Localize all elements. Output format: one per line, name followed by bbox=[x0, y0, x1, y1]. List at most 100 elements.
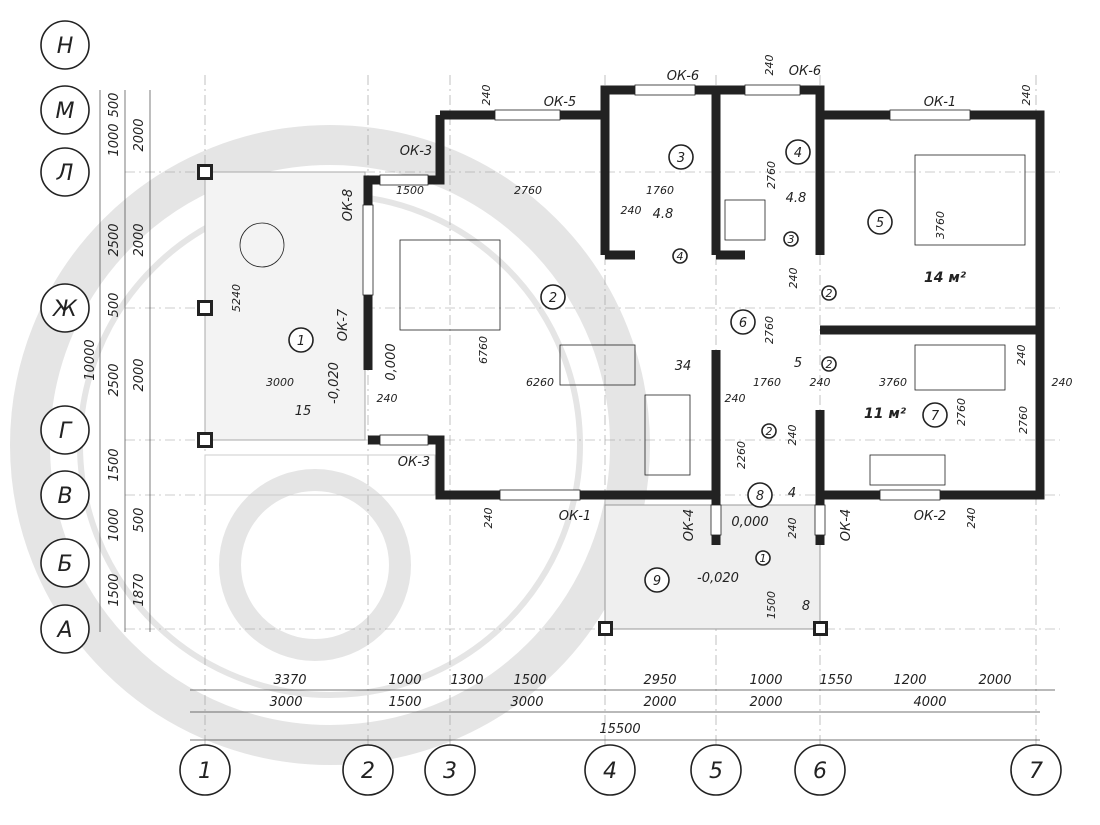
row-axis-marker: А bbox=[40, 604, 90, 654]
svg-text:4: 4 bbox=[794, 146, 802, 161]
interior-dim: 240 bbox=[482, 508, 495, 529]
plan-values: 4.8 4.8 34 5 15 8 4 8 bbox=[295, 191, 810, 614]
svg-text:Ж: Ж bbox=[51, 297, 78, 322]
interior-dim: 240 bbox=[786, 425, 799, 446]
window-label: ОК-7 bbox=[336, 308, 351, 341]
row-axis-marker: Л bbox=[40, 147, 90, 197]
col-axis-marker: 7 bbox=[1010, 744, 1062, 796]
room-marker: 9 bbox=[644, 567, 670, 593]
svg-text:5: 5 bbox=[709, 759, 723, 784]
svg-text:М: М bbox=[56, 99, 75, 124]
interior-dim: 240 bbox=[965, 508, 978, 529]
left-dim: 2500 bbox=[107, 223, 122, 256]
left-dim: 2500 bbox=[107, 363, 122, 396]
left-dim: 1000 bbox=[107, 508, 122, 541]
plan-value: 4.8 bbox=[653, 207, 674, 222]
row-axis-marker: Н bbox=[40, 20, 90, 70]
interior-dim: 2260 bbox=[735, 441, 748, 469]
bottom-dim: 1550 bbox=[819, 673, 852, 688]
left-dim: 2000 bbox=[132, 223, 147, 256]
interior-dim: 240 bbox=[377, 392, 398, 405]
window-label: ОК-3 bbox=[400, 144, 432, 159]
svg-text:2: 2 bbox=[826, 358, 833, 371]
door-markers: 1 2 2 2 3 4 bbox=[672, 231, 837, 566]
svg-text:3: 3 bbox=[443, 759, 457, 784]
bottom-dim: 2000 bbox=[749, 695, 782, 710]
room-marker: 2 bbox=[540, 284, 566, 310]
interior-dim: 240 bbox=[480, 85, 493, 106]
row-axis-marker: М bbox=[40, 85, 90, 135]
svg-text:Г: Г bbox=[59, 419, 73, 444]
room-marker: 7 bbox=[922, 402, 948, 428]
door-marker: 2 bbox=[821, 356, 837, 372]
interior-dim: 240 bbox=[725, 392, 746, 405]
bottom-dim: 2000 bbox=[978, 673, 1011, 688]
col-axis-marker: 6 bbox=[794, 744, 846, 796]
dimension-chains bbox=[99, 90, 1055, 741]
room-markers: 1 2 3 4 5 6 7 8 9 bbox=[288, 139, 948, 593]
bottom-total: 15500 bbox=[599, 722, 640, 737]
row-axis-marker: Ж bbox=[40, 283, 90, 333]
window-label: ОК-3 bbox=[398, 455, 430, 470]
bottom-dim: 1500 bbox=[388, 695, 421, 710]
bottom-dim: 2950 bbox=[643, 673, 676, 688]
level-marks: 0,000 -0,020 0,000 -0,020 bbox=[327, 343, 769, 586]
room-marker: 4 bbox=[785, 139, 811, 165]
bottom-dim: 1000 bbox=[388, 673, 421, 688]
plan-value: 15 bbox=[295, 404, 312, 419]
svg-text:А: А bbox=[55, 618, 72, 643]
left-dim: 500 bbox=[107, 293, 122, 318]
interior-dim: 2760 bbox=[514, 184, 542, 197]
door-marker: 4 bbox=[672, 248, 688, 264]
row-axis-marker: Г bbox=[40, 405, 90, 455]
plan-value: 4 bbox=[788, 486, 796, 501]
interior-dim: 240 bbox=[1052, 376, 1073, 389]
interior-dim: 2760 bbox=[1017, 406, 1030, 434]
bottom-dim: 3000 bbox=[510, 695, 543, 710]
door-marker: 3 bbox=[783, 231, 799, 247]
window-label: ОК-2 bbox=[914, 509, 946, 524]
interior-dim: 1500 bbox=[396, 184, 424, 197]
door-marker: 2 bbox=[761, 423, 777, 439]
svg-text:2: 2 bbox=[549, 291, 557, 306]
svg-text:7: 7 bbox=[931, 409, 940, 424]
bottom-dim: 1200 bbox=[893, 673, 926, 688]
row-axes: Н М Л Ж Г В Б А bbox=[40, 20, 90, 654]
svg-text:Б: Б bbox=[57, 552, 72, 577]
bottom-dim: 3000 bbox=[269, 695, 302, 710]
interior-dim: 240 bbox=[1020, 85, 1033, 106]
door-marker: 2 bbox=[821, 285, 837, 301]
svg-text:9: 9 bbox=[653, 574, 661, 589]
svg-text:4: 4 bbox=[677, 250, 684, 263]
interior-dim: 3000 bbox=[266, 376, 294, 389]
room-marker: 1 bbox=[288, 327, 314, 353]
left-dim: 1500 bbox=[107, 448, 122, 481]
interior-dim: 3760 bbox=[934, 211, 947, 239]
window-label: ОК-8 bbox=[341, 189, 356, 221]
plan-value: 4.8 bbox=[786, 191, 807, 206]
room-area: 11 м² bbox=[864, 406, 907, 422]
left-dim: 1000 bbox=[107, 123, 122, 156]
interior-dim: 2760 bbox=[955, 398, 968, 426]
col-axis-marker: 4 bbox=[584, 744, 636, 796]
terrace bbox=[197, 164, 436, 496]
interior-dim: 240 bbox=[810, 376, 831, 389]
left-dim: 2000 bbox=[132, 118, 147, 151]
plan-value: 34 bbox=[675, 359, 692, 374]
column-axes: 1 2 3 4 5 6 7 bbox=[179, 744, 1062, 796]
row-axis-marker: В bbox=[40, 470, 90, 520]
window-label: ОК-1 bbox=[559, 509, 591, 524]
interior-dim: 6260 bbox=[526, 376, 554, 389]
level-mark: 0,000 bbox=[384, 343, 399, 380]
interior-dim: 240 bbox=[1015, 345, 1028, 366]
window-labels: ОК-1 ОК-1 ОК-2 ОК-3 ОК-3 ОК-4 ОК-4 ОК-5 … bbox=[336, 64, 956, 541]
room-marker: 3 bbox=[668, 144, 694, 170]
svg-text:1: 1 bbox=[297, 334, 305, 349]
interior-dim: 2760 bbox=[763, 316, 776, 344]
left-dim: 1870 bbox=[132, 573, 147, 606]
svg-text:6: 6 bbox=[813, 759, 827, 784]
window-label: ОК-1 bbox=[924, 95, 956, 110]
bottom-dim: 4000 bbox=[913, 695, 946, 710]
bottom-dim: 1500 bbox=[513, 673, 546, 688]
